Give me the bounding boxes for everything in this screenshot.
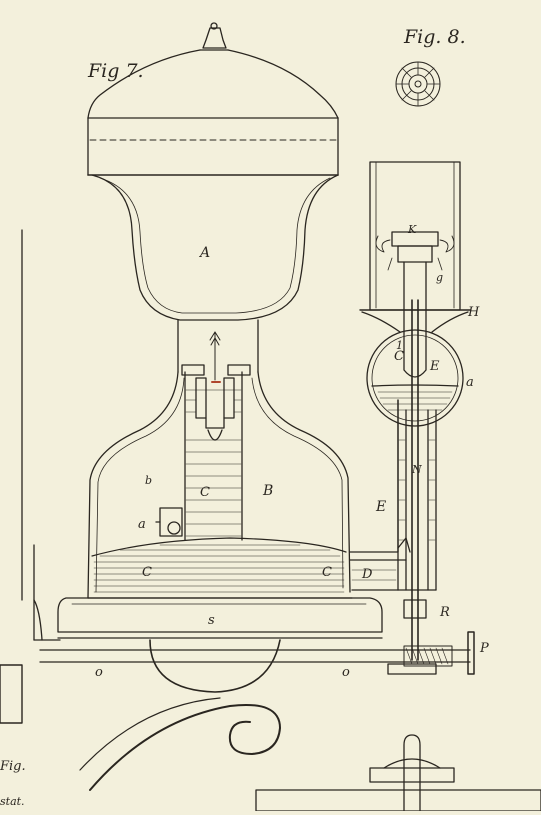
label-a-globe: a — [466, 375, 474, 390]
label-C-tube: C — [200, 485, 210, 500]
label-E-globe: E — [430, 359, 440, 374]
fig8-title: Fig. 8. — [404, 26, 466, 48]
label-B: B — [263, 483, 274, 499]
machine-fragment-bottom-right — [255, 734, 541, 812]
label-a-left: a — [138, 517, 146, 532]
reservoir-A — [91, 174, 339, 321]
label-H: H — [468, 305, 480, 320]
label-R: R — [440, 605, 450, 620]
edge-caption-text: stat. — [0, 795, 25, 808]
scroll-bracket — [79, 697, 281, 791]
label-b: b — [145, 474, 153, 487]
fig7-title: Fig 7. — [88, 60, 144, 82]
dome-lid — [87, 22, 339, 176]
central-tube-C — [181, 331, 251, 541]
label-K: K — [408, 223, 417, 236]
pipe-liquid — [351, 439, 436, 581]
chimney-H — [359, 161, 471, 378]
tube-liquid — [185, 389, 242, 537]
label-E-pipe: E — [376, 499, 387, 515]
label-g: g — [436, 271, 444, 284]
label-N: N — [412, 463, 422, 476]
label-P: P — [480, 641, 489, 656]
valve-a — [155, 507, 183, 537]
label-C-right: C — [322, 565, 332, 580]
left-margin-fragment — [0, 229, 61, 724]
vessel-B — [87, 371, 353, 599]
label-D: D — [362, 567, 373, 582]
label-C-left: C — [142, 565, 152, 580]
label-A: A — [200, 245, 211, 261]
fig8-rosette — [395, 61, 441, 107]
label-o-right: o — [342, 665, 350, 680]
neck — [177, 319, 259, 373]
label-s: s — [208, 613, 215, 628]
edge-caption-fig: Fig. — [0, 759, 26, 774]
label-1: 1 — [396, 339, 403, 352]
base-plate-s — [57, 597, 383, 693]
liquid-pool — [91, 537, 347, 593]
label-C-globe: C — [394, 349, 404, 364]
spindle-bar — [39, 631, 475, 675]
globe-E — [366, 329, 464, 427]
label-o-left: o — [95, 665, 103, 680]
side-pipe-E — [349, 299, 437, 661]
